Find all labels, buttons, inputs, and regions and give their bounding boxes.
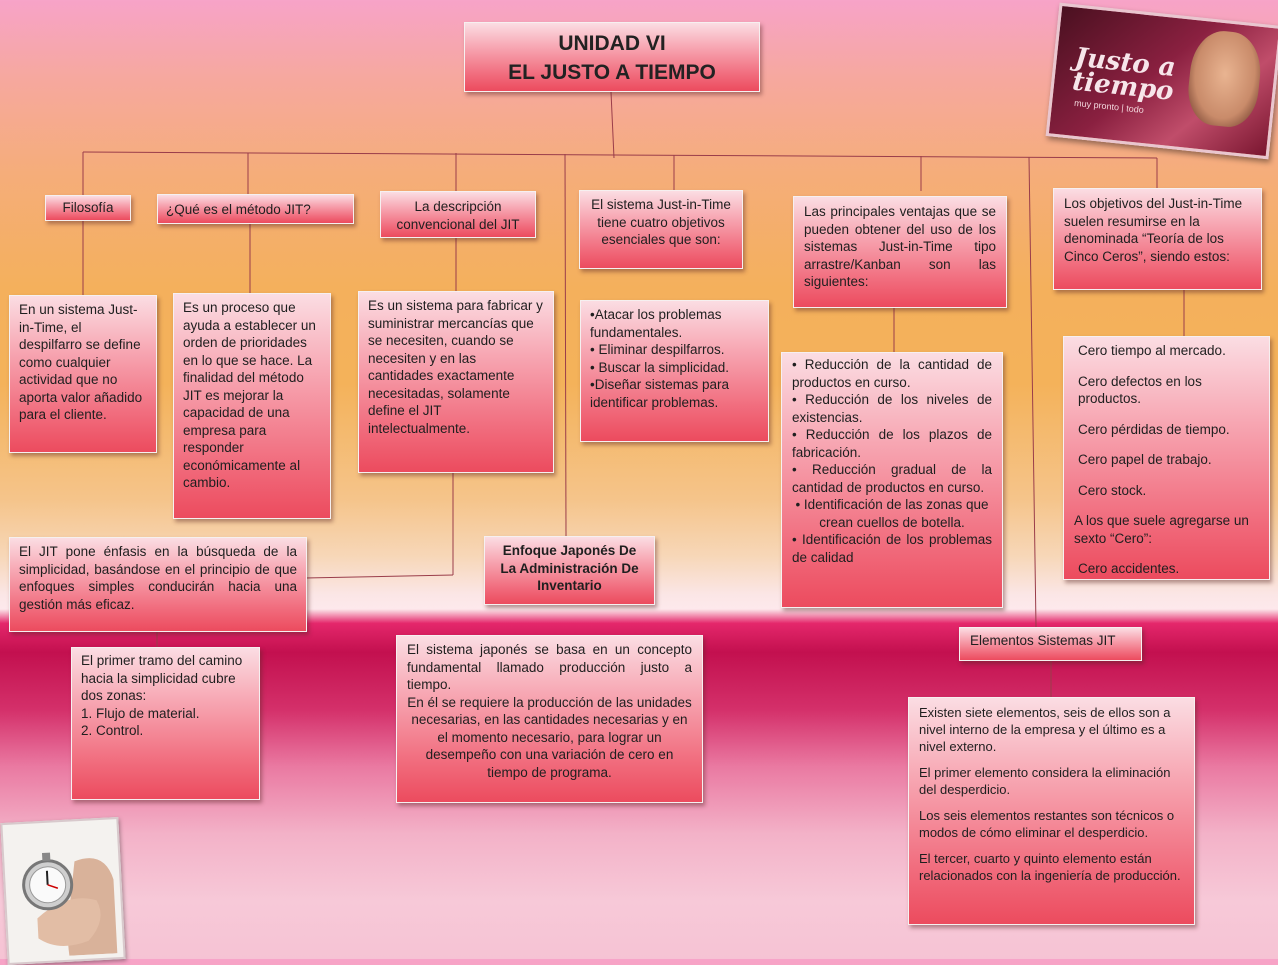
node-filosofia-def: En un sistema Just-in-Time, el despilfar… bbox=[9, 295, 157, 453]
node-descripcion: La descripción convencional del JIT bbox=[380, 191, 536, 238]
elemento-desc: El tercer, cuarto y quinto elemento está… bbox=[919, 851, 1181, 883]
node-proceso-def: Es un proceso que ayuda a establecer un … bbox=[173, 293, 331, 519]
node-sistema-objetivos: El sistema Just-in-Time tiene cuatro obj… bbox=[579, 190, 743, 269]
elemento-desc: Existen siete elementos, seis de ellos s… bbox=[919, 705, 1171, 754]
node-que-es: ¿Qué es el método JIT? bbox=[157, 194, 354, 224]
cero-item: Cero tiempo al mercado. bbox=[1078, 343, 1226, 358]
japones-p1: El sistema japonés se basa en un concept… bbox=[407, 642, 692, 692]
node-cinco-ceros: Los objetivos del Just-in-Time suelen re… bbox=[1053, 188, 1262, 290]
objetivo-item: • Eliminar despilfarros. bbox=[590, 342, 725, 357]
elemento-desc: Los seis elementos restantes son técnico… bbox=[919, 808, 1175, 840]
node-japones: El sistema japonés se basa en un concept… bbox=[396, 635, 703, 803]
ventaja-item: • Identificación de los problemas de cal… bbox=[792, 532, 992, 565]
ventaja-item: • Reducción gradual de la cantidad de pr… bbox=[792, 462, 992, 495]
primer-tramo-item: 2. Control. bbox=[81, 723, 144, 738]
japones-p2: En él se requiere la producción de las u… bbox=[407, 694, 692, 780]
elemento-desc: El primer elemento considera la eliminac… bbox=[919, 765, 1171, 797]
stopwatch-icon bbox=[22, 852, 118, 956]
ventaja-item: • Reducción de la cantidad de productos … bbox=[792, 357, 992, 390]
primer-tramo-item: 1. Flujo de material. bbox=[81, 705, 200, 721]
ventaja-item: • Reducción de los niveles de existencia… bbox=[792, 392, 992, 425]
cero-item: Cero papel de trabajo. bbox=[1078, 452, 1212, 467]
node-sistema-def: Es un sistema para fabricar y suministra… bbox=[358, 291, 554, 473]
objetivo-item: •Atacar los problemas fundamentales. bbox=[590, 307, 722, 340]
node-objetivos-list: •Atacar los problemas fundamentales. • E… bbox=[580, 300, 769, 442]
node-ceros-list: Cero tiempo al mercado. Cero defectos en… bbox=[1063, 336, 1270, 580]
cero-item: Cero stock. bbox=[1078, 482, 1147, 498]
node-enfasis: El JIT pone énfasis en la búsqueda de la… bbox=[9, 537, 307, 632]
node-enfoque: Enfoque Japonés De La Administración De … bbox=[484, 536, 655, 605]
objetivo-item: •Diseñar sistemas para identificar probl… bbox=[590, 377, 730, 410]
person-photo bbox=[1184, 27, 1265, 130]
cero-item: Cero accidentes. bbox=[1078, 561, 1180, 576]
cero-item: A los que suele agregarse un sexto “Cero… bbox=[1074, 513, 1249, 546]
ventaja-item: • Reducción de los plazos de fabricación… bbox=[792, 427, 992, 460]
node-ventajas: Las principales ventajas que se pueden o… bbox=[793, 196, 1007, 308]
objetivo-item: • Buscar la simplicidad. bbox=[590, 359, 730, 375]
node-elementos-title: Elementos Sistemas JIT bbox=[959, 627, 1142, 661]
node-primer-tramo: El primer tramo del camino hacia la simp… bbox=[71, 647, 260, 800]
node-ventajas-list: • Reducción de la cantidad de productos … bbox=[781, 352, 1003, 608]
stopwatch-image bbox=[0, 817, 126, 965]
node-filosofia: Filosofía bbox=[45, 195, 131, 221]
ventaja-item: • Identificación de las zonas que crean … bbox=[795, 497, 989, 530]
cero-item: Cero defectos en los productos. bbox=[1078, 373, 1202, 407]
node-elementos-desc: Existen siete elementos, seis de ellos s… bbox=[908, 697, 1195, 925]
primer-tramo-intro: El primer tramo del camino hacia la simp… bbox=[81, 653, 243, 703]
cero-item: Cero pérdidas de tiempo. bbox=[1078, 421, 1230, 437]
